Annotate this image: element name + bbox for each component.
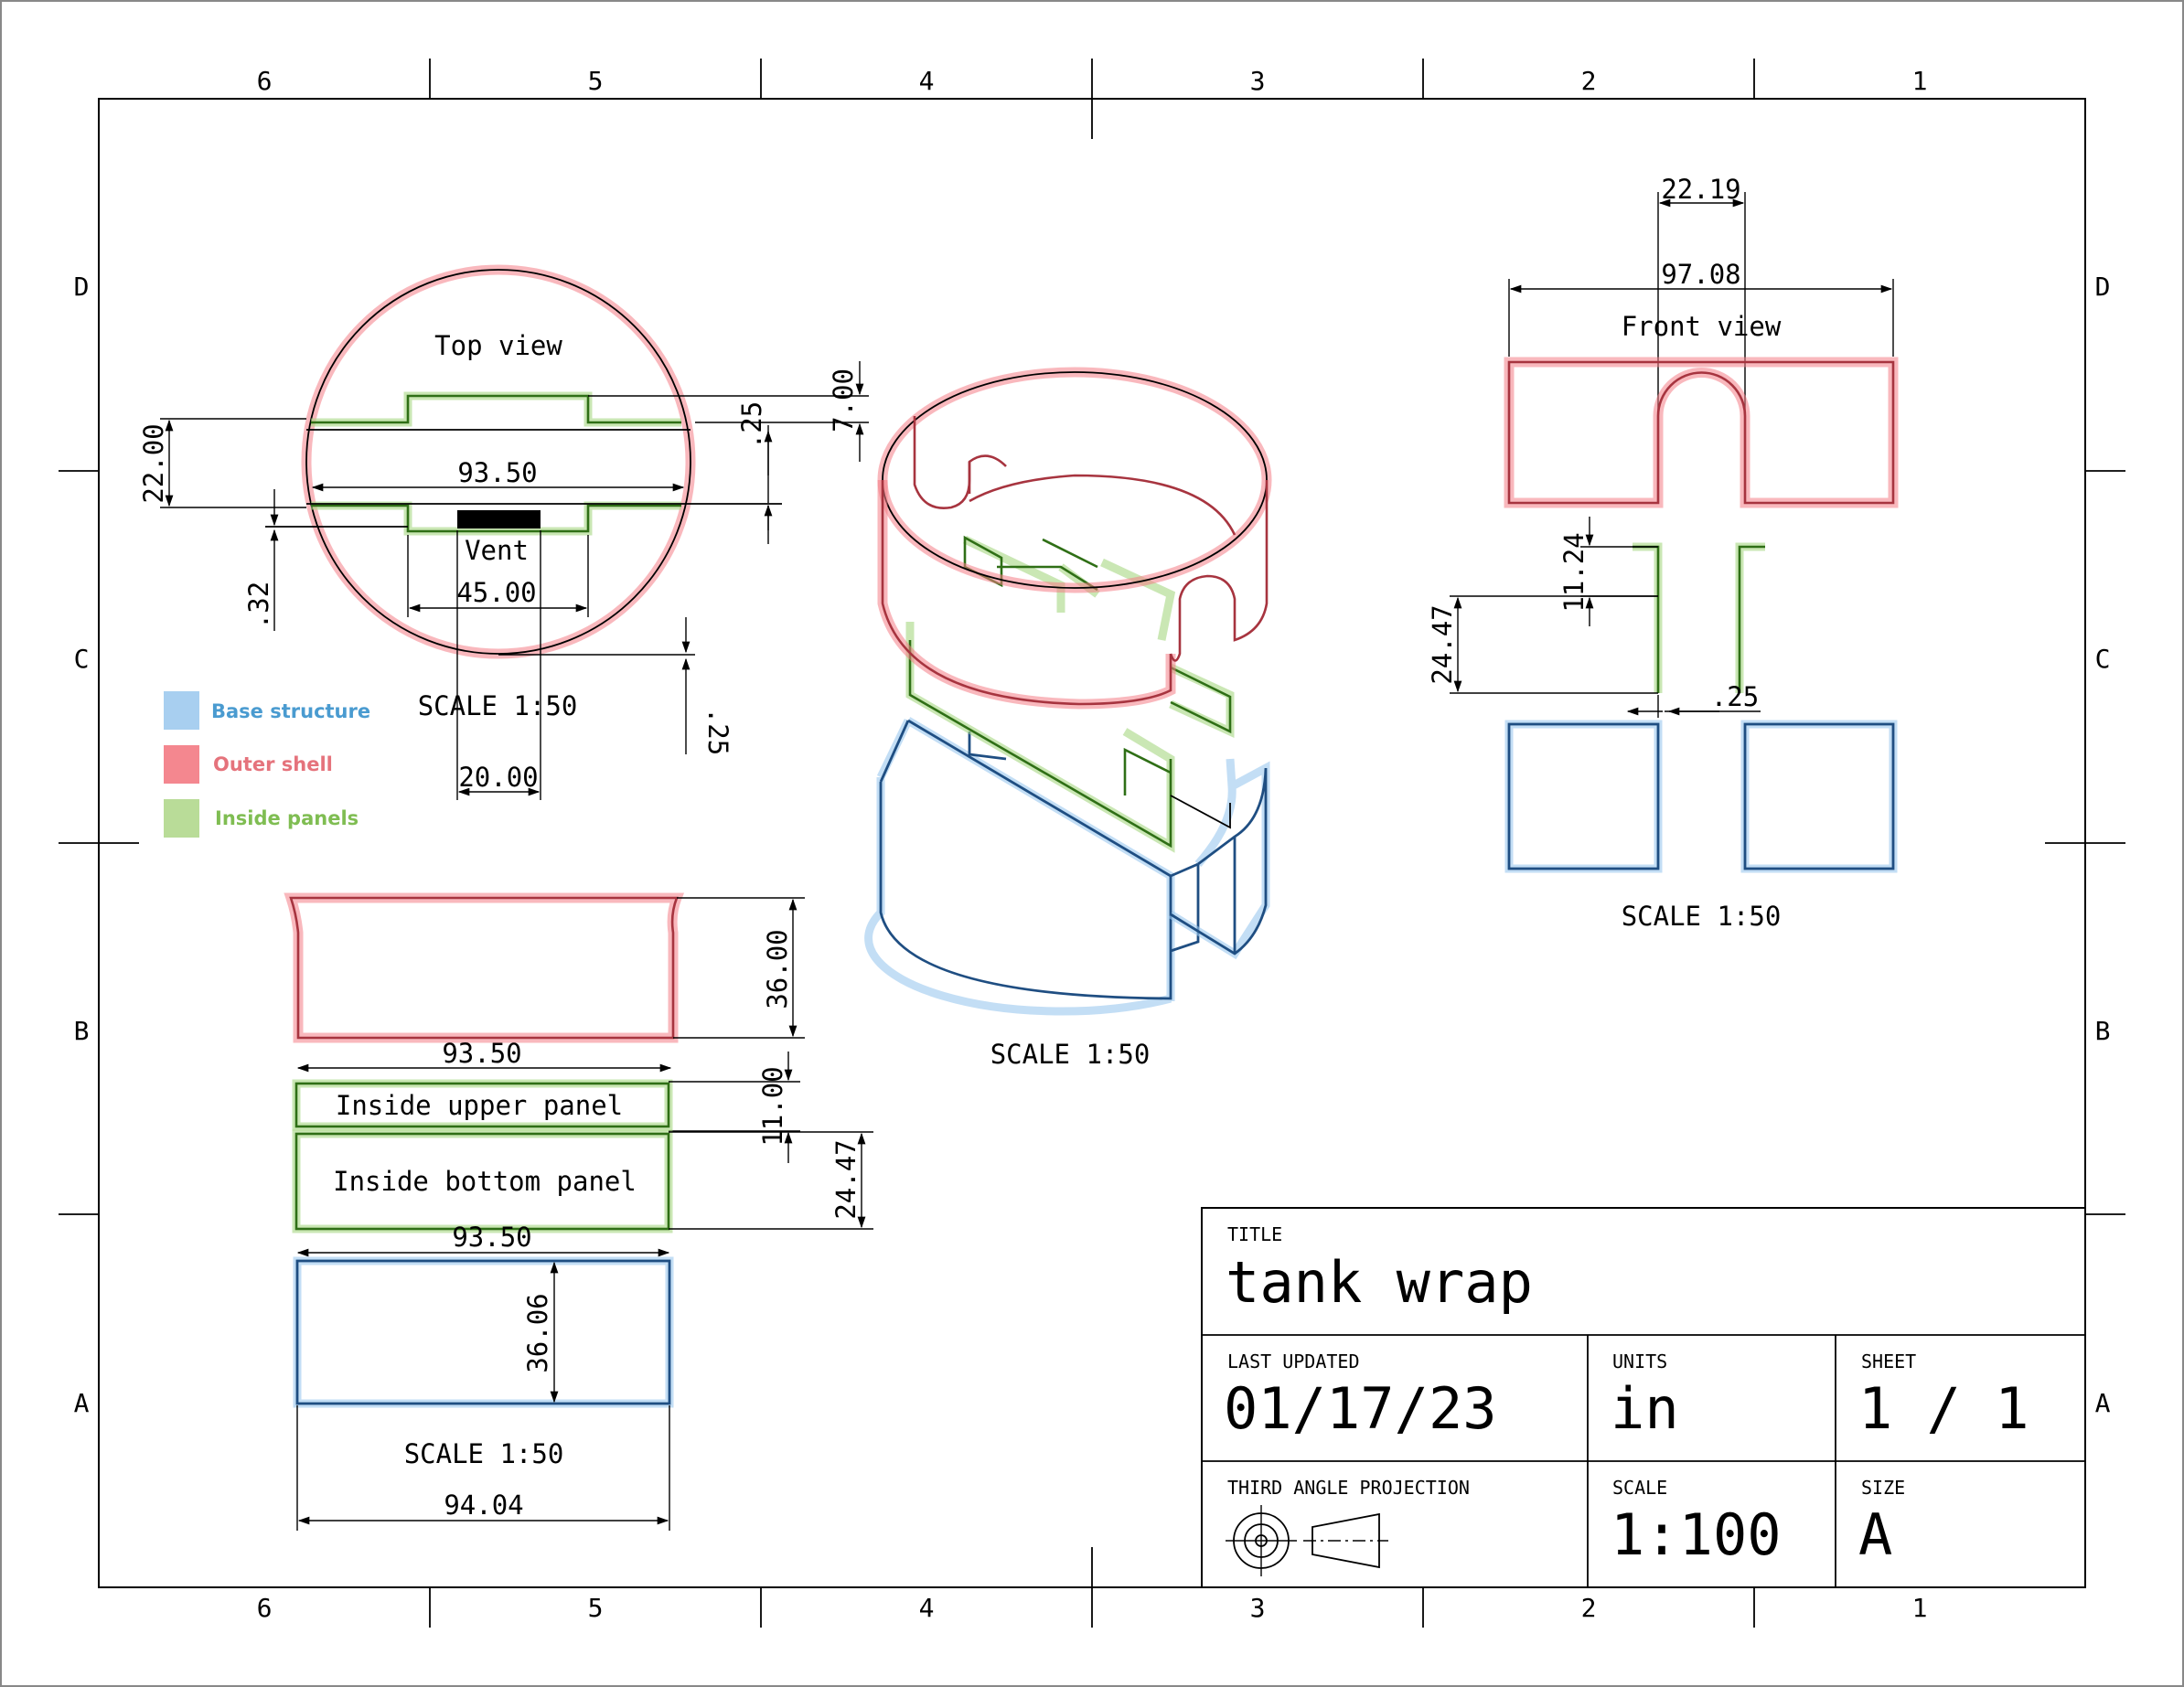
frame-col-top-1: 1 bbox=[1912, 66, 1928, 96]
vent-width-dim: 45.00 bbox=[456, 577, 536, 608]
iso-view-scale: SCALE 1:50 bbox=[990, 1039, 1151, 1070]
legend-swatch-base-structure bbox=[164, 691, 199, 730]
iso-base-structure bbox=[864, 717, 1270, 1016]
legend: Base structure Outer shell Inside panels bbox=[164, 691, 370, 838]
upper-panel-label: Inside upper panel bbox=[336, 1090, 623, 1121]
frame-col-top-3: 3 bbox=[1250, 66, 1266, 96]
frame-row-left-a: A bbox=[74, 1388, 90, 1418]
top-view: Top view Vent 93.50 22.00 45.00 20.00 .2… bbox=[138, 264, 869, 800]
isometric-view: SCALE 1:50 bbox=[864, 367, 1272, 1070]
scale-value: 1:100 bbox=[1611, 1501, 1782, 1568]
legend-swatch-outer-shell bbox=[164, 745, 199, 784]
frame-row-right-d: D bbox=[2095, 272, 2111, 302]
frame-col-bottom-2: 2 bbox=[1581, 1593, 1597, 1623]
front-view-label: Front view bbox=[1622, 311, 1782, 342]
frame-row-left-d: D bbox=[74, 272, 90, 302]
front-view-scale: SCALE 1:50 bbox=[1622, 901, 1782, 932]
shell-height-dim: 36.00 bbox=[762, 929, 793, 1009]
legend-label-outer-shell: Outer shell bbox=[213, 753, 333, 775]
iso-outer-shell bbox=[877, 367, 1272, 710]
top-view-label: Top view bbox=[434, 330, 562, 361]
top-view-depth-dim: 22.00 bbox=[138, 423, 169, 503]
top-view-scale: SCALE 1:50 bbox=[418, 690, 578, 721]
side-views: 36.00 93.50 Inside upper panel 11.00 Ins… bbox=[284, 892, 873, 1531]
front-view: 97.08 22.19 Front view 11.24 24.47 .25 S… bbox=[1427, 174, 1899, 932]
legend-swatch-inside-panels bbox=[164, 799, 199, 838]
frame-col-bottom-5: 5 bbox=[588, 1593, 604, 1623]
top-view-gap-a-dim: .25 bbox=[736, 401, 767, 449]
frame-column-ticks bbox=[59, 59, 2125, 1628]
top-view-gap-b-dim: 7.00 bbox=[828, 368, 859, 432]
side-views-scale: SCALE 1:50 bbox=[404, 1438, 564, 1469]
sheet-value: 1 / 1 bbox=[1858, 1375, 2029, 1442]
vent-opening bbox=[457, 510, 541, 529]
legend-label-inside-panels: Inside panels bbox=[215, 807, 359, 829]
units-label: UNITS bbox=[1612, 1351, 1667, 1372]
size-value: A bbox=[1858, 1501, 1892, 1568]
last-updated-value: 01/17/23 bbox=[1224, 1375, 1497, 1442]
projection-label: THIRD ANGLE PROJECTION bbox=[1227, 1477, 1470, 1499]
top-view-gap-c-dim: .32 bbox=[243, 582, 274, 629]
frame-col-bottom-4: 4 bbox=[919, 1593, 935, 1623]
title-block: TITLE tank wrap LAST UPDATED 01/17/23 UN… bbox=[1201, 1207, 2086, 1588]
frame-col-bottom-6: 6 bbox=[257, 1593, 273, 1623]
drawing-title: tank wrap bbox=[1226, 1249, 1533, 1316]
panel-width-dim: 93.50 bbox=[452, 1222, 531, 1253]
top-view-gap-d-dim: .25 bbox=[702, 708, 733, 755]
frame-col-bottom-1: 1 bbox=[1912, 1593, 1928, 1623]
frame-col-top-4: 4 bbox=[919, 66, 935, 96]
vent-opening-dim: 20.00 bbox=[458, 762, 538, 793]
third-angle-projection-icon bbox=[1226, 1505, 1388, 1576]
bottom-panel-label: Inside bottom panel bbox=[333, 1166, 637, 1197]
front-view-panel-gap-dim: .25 bbox=[1711, 681, 1759, 712]
title-label: TITLE bbox=[1227, 1223, 1282, 1245]
frame-col-bottom-3: 3 bbox=[1250, 1593, 1266, 1623]
upper-panel-height-dim: 11.00 bbox=[757, 1066, 788, 1146]
frame-col-top-2: 2 bbox=[1581, 66, 1597, 96]
last-updated-label: LAST UPDATED bbox=[1227, 1351, 1360, 1372]
shell-width-dim: 93.50 bbox=[442, 1038, 521, 1069]
frame-col-top-6: 6 bbox=[257, 66, 273, 96]
frame-row-right-a: A bbox=[2095, 1388, 2111, 1418]
frame-col-top-5: 5 bbox=[588, 66, 604, 96]
frame-row-left-b: B bbox=[74, 1016, 90, 1046]
front-view-upper-panel-dim: 11.24 bbox=[1558, 532, 1590, 612]
legend-label-base-structure: Base structure bbox=[211, 700, 370, 722]
vent-label: Vent bbox=[465, 535, 529, 566]
front-view-overall-width-dim: 97.08 bbox=[1661, 259, 1740, 290]
units-value: in bbox=[1611, 1375, 1679, 1442]
base-height-dim: 36.06 bbox=[522, 1293, 553, 1372]
front-view-slot-width-dim: 22.19 bbox=[1661, 174, 1740, 205]
front-view-lower-panel-dim: 24.47 bbox=[1427, 604, 1458, 684]
frame-row-left-c: C bbox=[74, 644, 90, 674]
base-width-dim: 94.04 bbox=[444, 1489, 523, 1521]
sheet-label: SHEET bbox=[1861, 1351, 1916, 1372]
frame-row-right-b: B bbox=[2095, 1016, 2111, 1046]
frame-row-right-c: C bbox=[2095, 644, 2111, 674]
top-view-width-dim: 93.50 bbox=[457, 457, 537, 488]
bottom-panel-height-dim: 24.47 bbox=[830, 1139, 862, 1219]
scale-label: SCALE bbox=[1612, 1477, 1667, 1499]
size-label: SIZE bbox=[1861, 1477, 1905, 1499]
